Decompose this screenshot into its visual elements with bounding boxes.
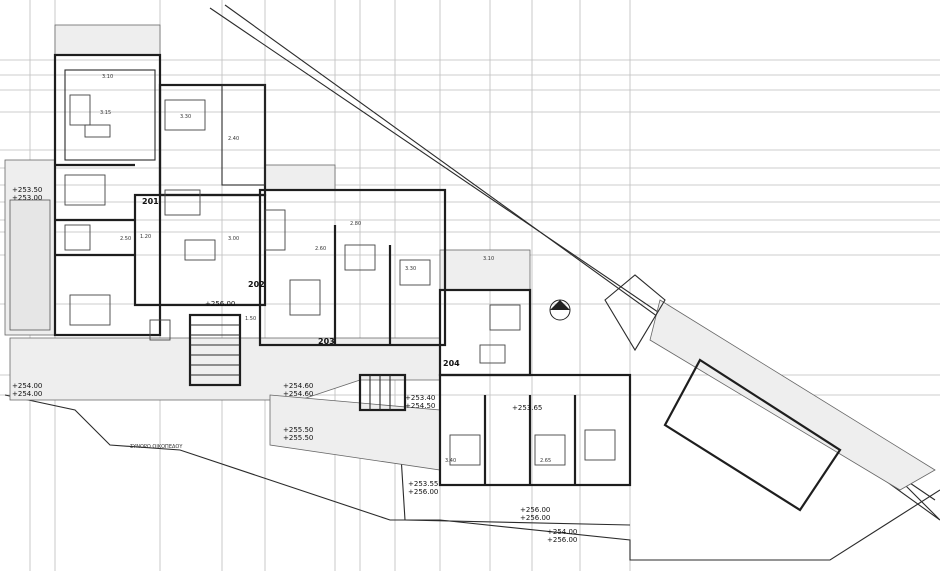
terraces <box>4 24 936 491</box>
dimension-label: 2.80 <box>350 221 361 227</box>
dimension-label: 2.65 <box>540 458 551 464</box>
level-mark: +253.40+254.50 <box>405 394 435 410</box>
level-mark: +253.55+256.00 <box>408 480 438 496</box>
unit-label-204: 204 <box>443 359 460 368</box>
dimension-label: 3.00 <box>228 236 239 242</box>
level-mark: +254.00+254.00 <box>12 382 42 398</box>
dimension-label: 2.60 <box>315 246 326 252</box>
dimension-label: 3.15 <box>100 110 111 116</box>
stairs <box>188 274 666 412</box>
dimension-label: 1.20 <box>140 234 151 240</box>
level-mark: +254.60+254.60 <box>283 382 313 398</box>
unit-204-walls <box>438 288 632 487</box>
level-mark: +253.65 <box>512 404 542 412</box>
level-mark: +256.00 <box>205 300 235 308</box>
dimension-label: 3.10 <box>483 256 494 262</box>
level-mark: +254.00+256.00 <box>547 528 577 544</box>
level-mark: +256.00+256.00 <box>520 506 550 522</box>
boundary-label: ΣΥΝΟΡΟ ΟΙΚΟΠΕΔΟΥ <box>130 444 183 450</box>
unit-label-202: 202 <box>248 280 265 289</box>
level-mark: +255.50+255.50 <box>283 426 313 442</box>
dimension-label: 2.40 <box>228 136 239 142</box>
dimension-label: 3.30 <box>405 266 416 272</box>
level-mark: +253.50+253.00 <box>12 186 42 202</box>
dimension-label: 1.50 <box>245 316 256 322</box>
dimension-label: 3.30 <box>180 114 191 120</box>
unit-203-walls <box>258 188 447 347</box>
unit-label-203: 203 <box>318 337 335 346</box>
unit-label-201: 201 <box>142 197 159 206</box>
dimension-label: 2.50 <box>120 236 131 242</box>
pool <box>663 358 842 512</box>
dimension-label: 3.10 <box>102 74 113 80</box>
north-arrow-icon <box>549 299 571 321</box>
dimension-label: 3.40 <box>445 458 456 464</box>
